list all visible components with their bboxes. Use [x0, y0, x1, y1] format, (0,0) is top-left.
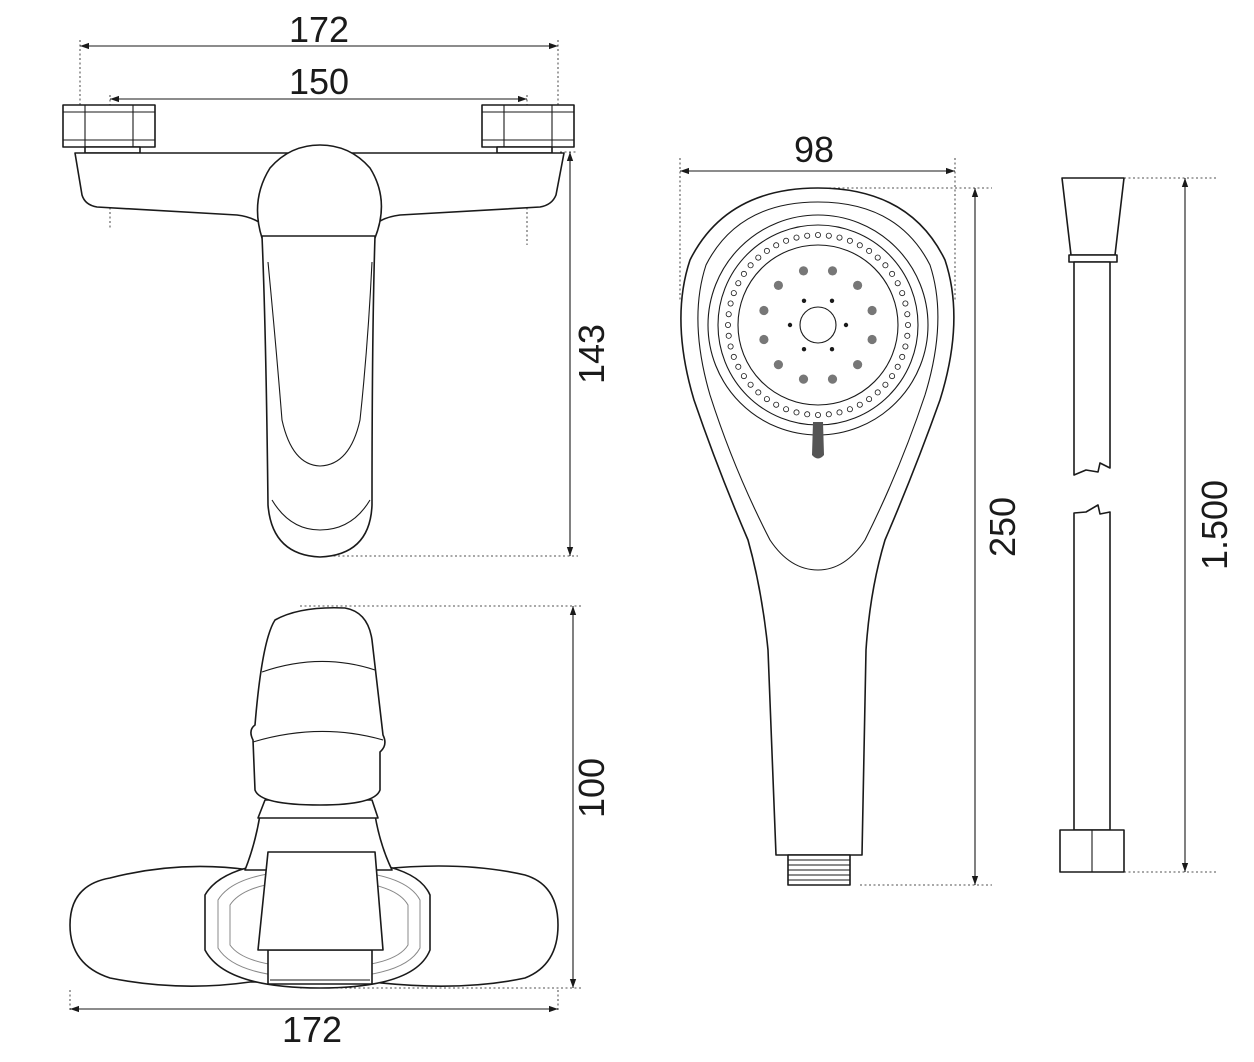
- inner-nozzle: [787, 322, 793, 328]
- dim-label-shower-head-length: 250: [982, 497, 1023, 557]
- outer-nozzle: [905, 321, 912, 328]
- dim-label-inlet-spacing: 150: [289, 61, 349, 102]
- outer-nozzle: [902, 300, 909, 307]
- hose-view: 1.500: [1059, 177, 1235, 873]
- outer-nozzle: [866, 247, 873, 254]
- middle-nozzle: [867, 305, 877, 316]
- spray-nozzles: [725, 231, 912, 418]
- outer-nozzle: [904, 311, 911, 318]
- inner-nozzle: [801, 298, 807, 303]
- outer-nozzle: [836, 409, 843, 416]
- outer-nozzle: [730, 290, 737, 297]
- spray-mode-selector: [812, 422, 824, 459]
- middle-nozzle: [827, 374, 838, 384]
- outer-nozzle: [740, 270, 747, 277]
- hose-bottom-nut: [1059, 829, 1125, 873]
- outer-nozzle: [902, 343, 909, 350]
- outer-nozzle: [889, 373, 896, 380]
- dim-label-faucet-top-width: 172: [289, 9, 349, 50]
- outer-nozzle: [773, 401, 780, 408]
- outer-nozzle: [793, 234, 800, 241]
- outer-nozzle: [763, 247, 770, 254]
- inner-nozzle: [801, 347, 807, 352]
- outer-nozzle: [793, 409, 800, 416]
- dim-label-faucet-bottom-width: 172: [282, 1009, 342, 1050]
- middle-nozzle: [853, 280, 863, 290]
- outer-nozzle: [899, 290, 906, 297]
- inner-nozzle: [829, 347, 835, 352]
- spout-front: [257, 851, 384, 951]
- shower-head-body: [680, 187, 955, 856]
- dim-label-faucet-height: 143: [571, 324, 612, 384]
- outer-nozzle: [825, 411, 832, 418]
- outer-nozzle: [889, 270, 896, 277]
- outer-nozzle: [815, 231, 822, 238]
- outer-nozzle: [725, 321, 732, 328]
- outer-nozzle: [874, 389, 881, 396]
- outlet-thread: [267, 949, 373, 985]
- outer-nozzle: [804, 232, 811, 239]
- outer-nozzle: [846, 406, 853, 413]
- outer-nozzle: [866, 396, 873, 403]
- inner-nozzle: [829, 298, 835, 303]
- middle-nozzle: [773, 280, 784, 290]
- middle-nozzle: [798, 266, 809, 276]
- outer-nozzle: [804, 411, 811, 418]
- outer-nozzle: [735, 280, 742, 287]
- lever-knob-top: [256, 144, 383, 239]
- outer-nozzle: [882, 262, 889, 269]
- outer-nozzle: [755, 254, 762, 261]
- outer-nozzle: [874, 254, 881, 261]
- outer-nozzle: [773, 242, 780, 249]
- outer-nozzle: [727, 300, 734, 307]
- middle-nozzle: [827, 266, 838, 276]
- hose-upper-segment: [1073, 261, 1111, 476]
- outer-nozzle: [747, 381, 754, 388]
- outer-nozzle: [730, 353, 737, 360]
- outer-nozzle: [763, 396, 770, 403]
- outer-nozzle: [904, 332, 911, 339]
- outer-nozzle: [735, 363, 742, 370]
- outer-nozzle: [899, 353, 906, 360]
- outer-nozzle: [725, 332, 732, 339]
- outer-nozzle: [725, 311, 732, 318]
- faucet-front-view: 100 172: [69, 605, 612, 1050]
- dim-label-hose-length: 1.500: [1194, 480, 1235, 570]
- middle-nozzle: [759, 334, 769, 345]
- outer-nozzle: [747, 262, 754, 269]
- outer-nozzle: [894, 363, 901, 370]
- outer-nozzle: [815, 411, 822, 418]
- middle-nozzle: [867, 334, 877, 345]
- faucet-top-view: 172 150 143: [62, 9, 612, 558]
- dim-label-faucet-depth: 100: [571, 758, 612, 818]
- middle-nozzle: [759, 305, 769, 316]
- outer-nozzle: [783, 237, 790, 244]
- middle-nozzle: [853, 360, 863, 370]
- outer-nozzle: [894, 280, 901, 287]
- outer-nozzle: [755, 389, 762, 396]
- outer-nozzle: [740, 373, 747, 380]
- right-inlet-nut: [481, 104, 575, 154]
- lever-handle-front: [250, 606, 386, 806]
- middle-nozzle: [773, 360, 784, 370]
- shower-head-view: 98 250: [679, 129, 1023, 886]
- inner-nozzle: [843, 322, 849, 328]
- hose-top-cone: [1061, 177, 1125, 256]
- outer-nozzle: [825, 232, 832, 239]
- left-inlet-nut: [62, 104, 156, 154]
- outer-nozzle: [783, 406, 790, 413]
- outer-nozzle: [846, 237, 853, 244]
- outer-nozzle: [856, 242, 863, 249]
- outer-nozzle: [882, 381, 889, 388]
- hose-lower-segment: [1073, 504, 1111, 831]
- dim-label-shower-head-width: 98: [794, 129, 834, 170]
- outer-nozzle: [727, 343, 734, 350]
- outer-nozzle: [836, 234, 843, 241]
- shower-head-thread: [787, 854, 851, 886]
- middle-nozzle: [798, 374, 809, 384]
- outer-nozzle: [856, 401, 863, 408]
- spout-top: [261, 235, 376, 558]
